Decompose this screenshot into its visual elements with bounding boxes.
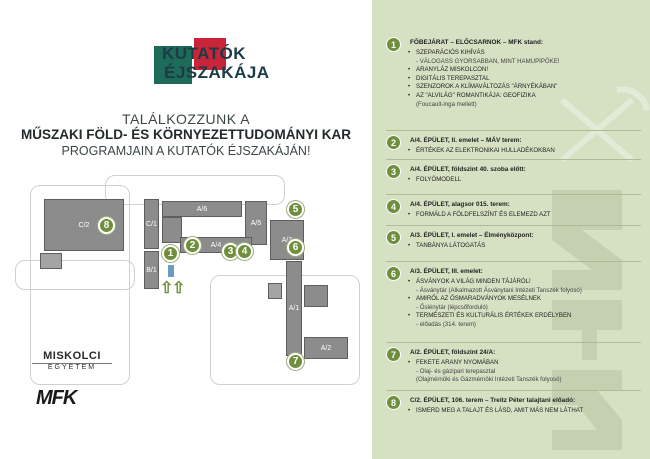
program-lines: ÉRTÉKEK AZ ELEKTRONIKAI HULLADÉKOKBAN	[416, 147, 646, 156]
program-title: ISMERD MEG A TALAJT ÉS LÁSD, AMIT MÁS NE…	[416, 407, 646, 416]
university-logo-line-2: EGYETEM	[32, 363, 112, 371]
program-note: (Foucault-inga mellett)	[416, 100, 477, 108]
mfk-logo: MFK	[36, 387, 77, 409]
program-title: FEKETE ARANY NYOMÁBAN	[416, 359, 646, 368]
program-number-badge: 4	[386, 199, 401, 214]
poster-left: KUTATÓK ÉJSZAKÁJA TALÁLKOZZUNK A MŰSZAKI…	[0, 38, 372, 410]
program-note: - VÁLOGASS GYORSABBAN, MINT HAMUPIPŐKE!	[416, 57, 560, 65]
program-note: - Őslénytár (lépcsőforduló)	[416, 303, 488, 311]
program-number-badge: 3	[386, 164, 401, 179]
program-title: TERMÉSZETI ÉS KULTURÁLIS ÉRTÉKEK ERDÉLYB…	[416, 312, 646, 321]
building-label: A/4	[210, 241, 222, 249]
headline-line-1: TALÁLKOZZUNK A	[121, 111, 251, 127]
program-location: A/4. ÉPÜLET, alagsor 015. terem:	[410, 201, 510, 208]
building-a6-wing	[162, 217, 182, 243]
building-a1: A/1	[286, 261, 302, 356]
building-a2: A/2	[304, 337, 348, 359]
building-label: C/2	[78, 221, 90, 229]
building-a5: A/5	[245, 201, 267, 245]
program-number-badge: 1	[386, 37, 401, 52]
program-separator	[386, 342, 641, 343]
map-road	[210, 275, 360, 385]
program-separator	[386, 159, 641, 160]
program-lines: FOLYÓMODELL	[416, 176, 646, 185]
headline-line-3: PROGRAMJAIN A KUTATÓK ÉJSZAKÁJÁN!	[61, 144, 311, 158]
building-label: A/2	[320, 344, 332, 352]
building-label: B/1	[146, 266, 157, 274]
logo-word-1: KUTATÓK	[162, 44, 247, 63]
program-lines: SZEPARÁCIÓS KIHÍVÁS- VÁLOGASS GYORSABBAN…	[416, 49, 646, 109]
building-b1: B/1	[144, 251, 159, 289]
program-separator	[386, 390, 641, 391]
program-location: A/3. ÉPÜLET, I. emelet – Élményközpont:	[410, 232, 534, 239]
program-number-badge: 8	[386, 395, 401, 410]
program-number-badge: 5	[386, 230, 401, 245]
program-title: AZ "ALVILÁG" ROMANTIKÁJA: GEOFIZIKA	[416, 92, 646, 101]
program-note: - Olaj- és gázipari terepasztal	[416, 367, 496, 375]
university-logo: MISKOLCI EGYETEM	[32, 350, 112, 371]
program-title: AMIRŐL AZ ŐSMARADVÁNYOK MESÉLNEK	[416, 295, 646, 304]
program-title: ARANYLÁZ MISKOLCON!	[416, 66, 646, 75]
program-title: FOLYÓMODELL	[416, 176, 646, 185]
building-a6: A/6	[162, 201, 242, 217]
building-a1-annex	[304, 285, 328, 307]
logo-green-square	[154, 46, 192, 84]
program-title: FORMÁLD A FÖLDFELSZÍNT ÉS ELEMEZD AZT	[416, 211, 646, 220]
program-lines: TANBÁNYA LÁTOGATÁS	[416, 242, 646, 251]
program-title: TANBÁNYA LÁTOGATÁS	[416, 242, 646, 251]
headline-line-2: MŰSZAKI FÖLD- ÉS KÖRNYEZETTUDOMÁNYI KAR	[21, 127, 351, 142]
building-label: A/3	[281, 236, 293, 244]
building-label: C/1	[146, 220, 157, 228]
building-label: A/1	[288, 305, 300, 312]
program-note: - előadás (314. terem)	[416, 320, 476, 328]
map-pin-1: 1	[162, 245, 179, 262]
arrow-up-icon: ⇧	[160, 280, 174, 297]
building-b-left	[40, 253, 62, 269]
map-pin-2: 2	[184, 237, 201, 254]
building-label: A/5	[250, 219, 262, 227]
campus-map: C/2 C/1 B/1 A/6 A/5 A/4 A/3 A/1 A/2 ⇧ ⇧ …	[0, 165, 372, 410]
map-pin-4: 4	[236, 243, 253, 260]
program-location: A/4. ÉPÜLET, földszint 40. szoba előtt:	[410, 166, 526, 173]
building-small	[268, 283, 282, 299]
arrow-up-icon: ⇧	[172, 280, 186, 297]
university-logo-line-1: MISKOLCI	[43, 350, 101, 362]
program-separator	[386, 194, 641, 195]
building-label: A/6	[196, 205, 208, 213]
program-location: FŐBEJÁRAT – ELŐCSARNOK – MFK stand:	[410, 39, 544, 46]
program-location: A/2. ÉPÜLET, földszint 24/A:	[410, 349, 496, 356]
kutatok-ejszakaja-logo: KUTATÓK ÉJSZAKÁJA	[146, 38, 276, 90]
program-title: SZENZOROK A KLÍMAVÁLTOZÁS "ÁRNYÉKÁBAN"	[416, 83, 646, 92]
map-pin-7: 7	[287, 353, 304, 370]
program-lines: FORMÁLD A FÖLDFELSZÍNT ÉS ELEMEZD AZT	[416, 211, 646, 220]
program-number-badge: 6	[386, 266, 401, 281]
program-panel: 1 FŐBEJÁRAT – ELŐCSARNOK – MFK stand: SZEP…	[372, 0, 650, 459]
map-road	[15, 260, 135, 290]
building-c1: C/1	[144, 199, 159, 249]
program-lines: ÁSVÁNYOK A VILÁG MINDEN TÁJÁRÓL!- Ásvány…	[416, 278, 646, 330]
program-number-badge: 2	[386, 135, 401, 150]
program-title: ÁSVÁNYOK A VILÁG MINDEN TÁJÁRÓL!	[416, 278, 646, 287]
program-title: SZEPARÁCIÓS KIHÍVÁS	[416, 49, 646, 58]
logo-red-square	[194, 38, 226, 70]
program-location: A/3. ÉPÜLET, III. emelet:	[410, 268, 483, 275]
main-entrance	[168, 265, 174, 277]
map-pin-5: 5	[287, 201, 304, 218]
program-number-badge: 7	[386, 347, 401, 362]
logo-word-2: ÉJSZAKÁJA	[164, 63, 270, 82]
program-location: A/4. ÉPÜLET, II. emelet – MÁV terem:	[410, 137, 522, 144]
program-separator	[386, 130, 641, 131]
map-pin-6: 6	[287, 239, 304, 256]
program-lines: ISMERD MEG A TALAJT ÉS LÁSD, AMIT MÁS NE…	[416, 407, 646, 416]
program-title: ÉRTÉKEK AZ ELEKTRONIKAI HULLADÉKOKBAN	[416, 147, 646, 156]
program-separator	[386, 261, 641, 262]
program-lines: FEKETE ARANY NYOMÁBAN- Olaj- és gázipari…	[416, 359, 646, 385]
program-title: DIGITÁLIS TEREPASZTAL	[416, 75, 646, 84]
map-pin-8: 8	[98, 217, 115, 234]
program-note: - Ásványtár (Alkalmazott Ásványtani Inté…	[416, 286, 582, 294]
program-separator	[386, 225, 641, 226]
program-location: C/2. ÉPÜLET, 106. terem – Treitz Péter t…	[410, 397, 576, 404]
program-note: (Olajmérnöki és Gázmérnöki Intézeti Tans…	[416, 376, 562, 384]
